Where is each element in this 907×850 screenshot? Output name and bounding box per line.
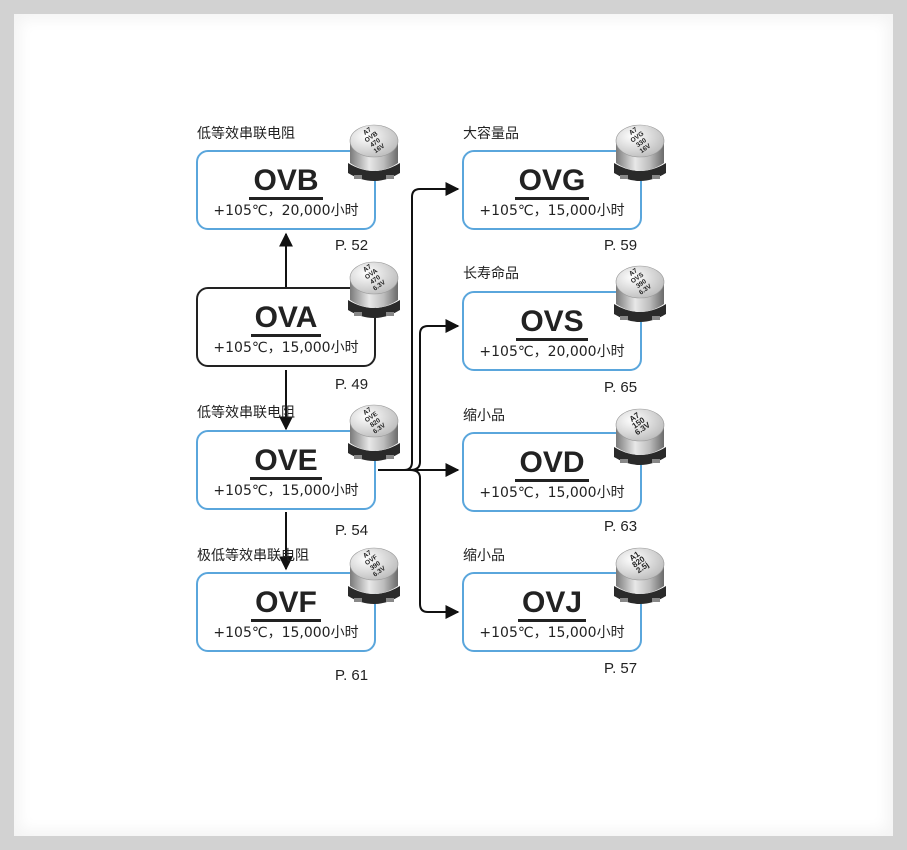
product-name-ovj: OVJ bbox=[517, 586, 587, 622]
page-ref-ovs: P. 65 bbox=[604, 379, 638, 396]
product-box-ova[interactable]: OVA +105℃，15,000小时 bbox=[196, 287, 376, 367]
category-label-ovj: 缩小品 bbox=[463, 548, 505, 564]
page-ref-ovj: P. 57 bbox=[604, 660, 638, 677]
product-spec-ovf: +105℃，15,000小时 bbox=[213, 625, 359, 641]
product-spec-ovs: +105℃，20,000小时 bbox=[479, 344, 625, 360]
category-label-ovf: 极低等效串联电阻 bbox=[197, 548, 309, 564]
product-name-ovd: OVD bbox=[515, 446, 589, 482]
category-label-ovg: 大容量品 bbox=[463, 126, 519, 142]
product-box-ove[interactable]: OVE +105℃，15,000小时 bbox=[196, 430, 376, 510]
product-box-ovs[interactable]: OVS +105℃，20,000小时 bbox=[462, 291, 642, 371]
product-name-ova: OVA bbox=[250, 301, 322, 337]
product-spec-ove: +105℃，15,000小时 bbox=[213, 483, 359, 499]
product-name-ovg: OVG bbox=[514, 164, 590, 200]
capacitor-marking-line: A7 bbox=[362, 549, 373, 560]
product-box-ovj[interactable]: OVJ +105℃，15,000小时 bbox=[462, 572, 642, 652]
page-ref-ovb: P. 52 bbox=[335, 237, 369, 254]
category-label-ovb: 低等效串联电阻 bbox=[197, 126, 295, 142]
page-ref-ovf: P. 61 bbox=[335, 667, 369, 684]
product-name-ovs: OVS bbox=[516, 305, 588, 341]
product-name-ovf: OVF bbox=[251, 586, 321, 622]
capacitor-marking-line: A7 bbox=[362, 126, 373, 137]
product-spec-ovd: +105℃，15,000小时 bbox=[479, 485, 625, 501]
product-spec-ova: +105℃，15,000小时 bbox=[213, 340, 359, 356]
page-ref-ovd: P. 63 bbox=[604, 518, 638, 535]
category-label-ove: 低等效串联电阻 bbox=[197, 405, 295, 421]
product-box-ovg[interactable]: OVG +105℃，15,000小时 bbox=[462, 150, 642, 230]
page-ref-ove: P. 54 bbox=[335, 522, 369, 539]
product-spec-ovb: +105℃，20,000小时 bbox=[213, 203, 359, 219]
capacitor-marking-line: A7 bbox=[362, 406, 373, 417]
category-label-ovs: 长寿命品 bbox=[463, 266, 519, 282]
product-spec-ovj: +105℃，15,000小时 bbox=[479, 625, 625, 641]
page-ref-ovg: P. 59 bbox=[604, 237, 638, 254]
product-box-ovb[interactable]: OVB +105℃，20,000小时 bbox=[196, 150, 376, 230]
product-name-ovb: OVB bbox=[249, 164, 323, 200]
arrow-ove-to-ovj bbox=[378, 469, 460, 619]
product-box-ovf[interactable]: OVF +105℃，15,000小时 bbox=[196, 572, 376, 652]
page-ref-ova: P. 49 bbox=[335, 376, 369, 393]
capacitor-marking-line: A7 bbox=[362, 263, 373, 274]
capacitor-marking-line: A7 bbox=[628, 267, 639, 278]
product-box-ovd[interactable]: OVD +105℃，15,000小时 bbox=[462, 432, 642, 512]
product-name-ove: OVE bbox=[250, 444, 322, 480]
category-label-ovd: 缩小品 bbox=[463, 408, 505, 424]
diagram-canvas bbox=[14, 14, 893, 836]
capacitor-marking-line: A7 bbox=[628, 126, 639, 137]
product-spec-ovg: +105℃，15,000小时 bbox=[479, 203, 625, 219]
